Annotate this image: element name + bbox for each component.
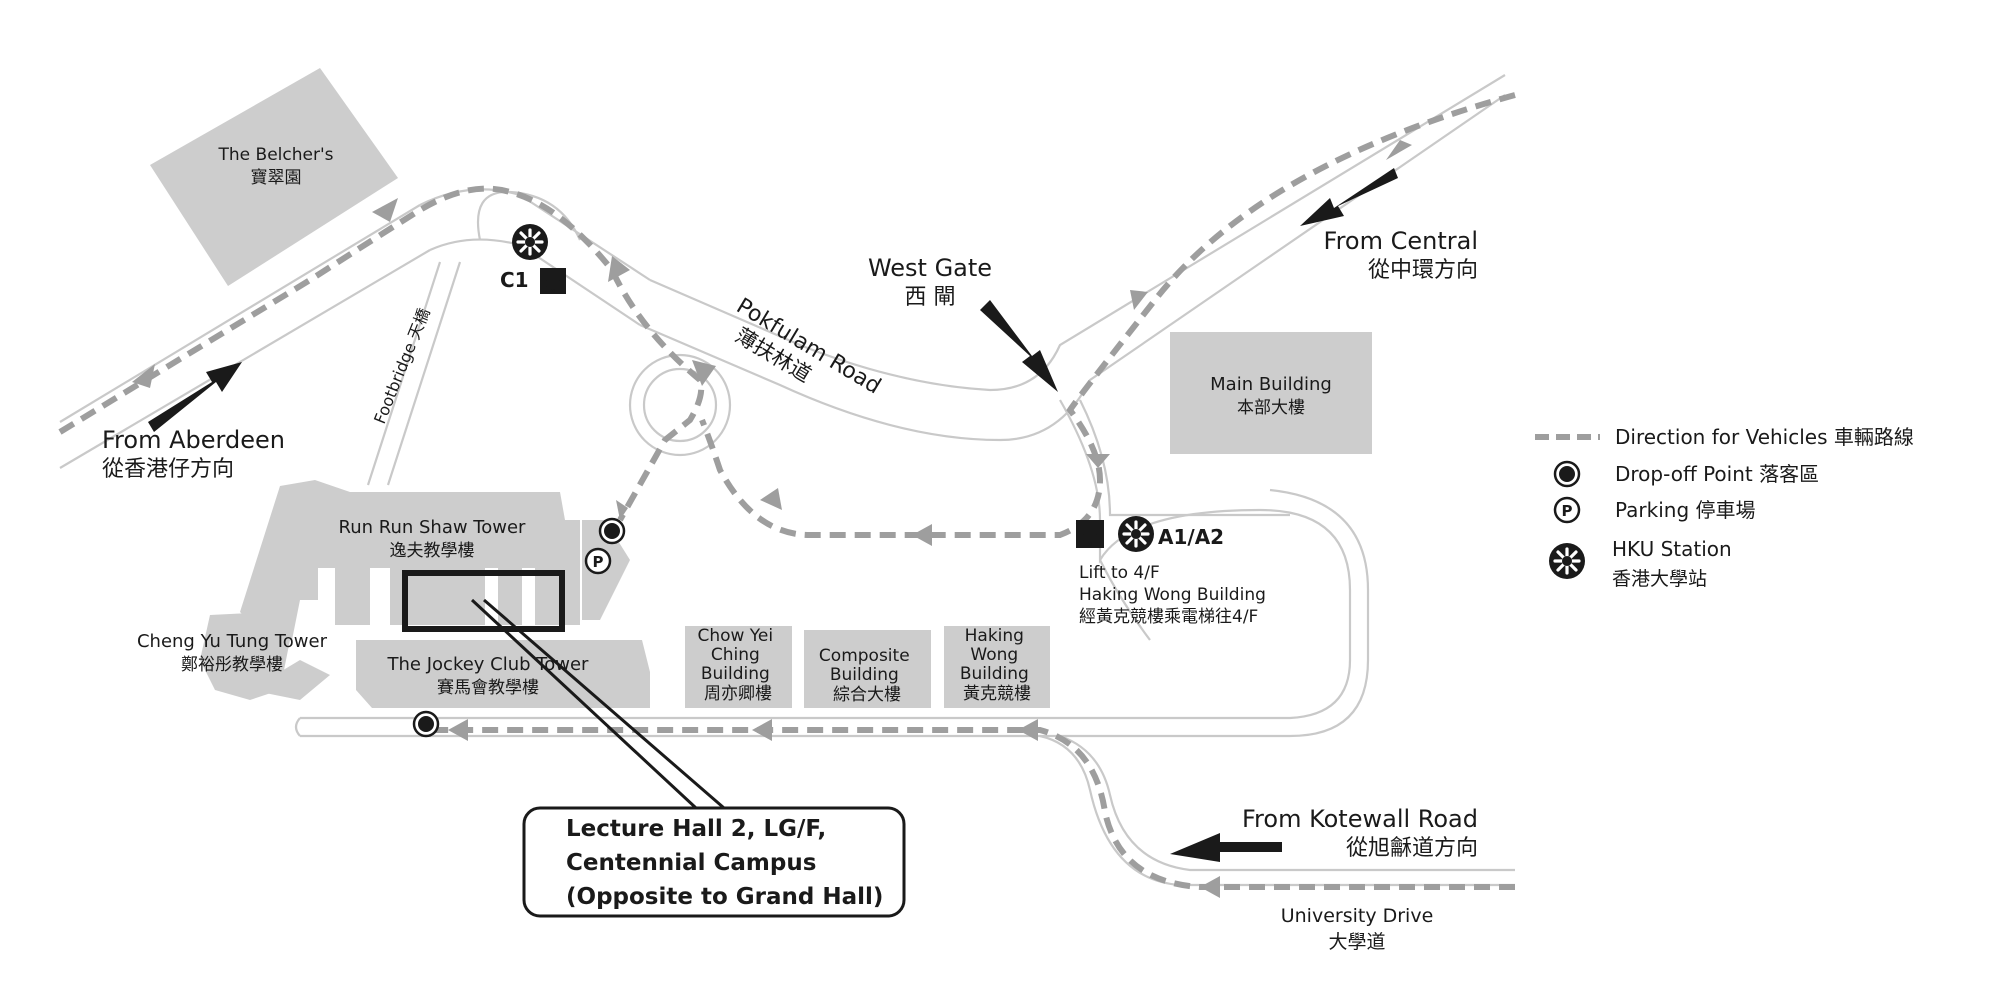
dropoff-point-icon [412, 710, 440, 738]
jockey-club-label-zh: 賽馬會教學樓 [437, 677, 539, 698]
svg-text:P: P [593, 553, 604, 571]
exit-a1a2-icon: 出 EXIT [1076, 520, 1104, 548]
svg-text:EXIT: EXIT [1084, 542, 1096, 548]
from-aberdeen-label-zh: 從香港仔方向 [102, 457, 234, 482]
exit-c1-label: C1 [500, 268, 529, 292]
route-arrowheads [132, 140, 1412, 898]
jockey-club-tower [356, 640, 650, 708]
from-aberdeen-label-en: From Aberdeen [102, 426, 285, 454]
lift-note: Lift to 4/F Haking Wong Building 經黃克競樓乘電… [1079, 563, 1271, 627]
callout-text: Lecture Hall 2, LG/F, Centennial Campus … [566, 816, 883, 910]
lecture-hall-highlight [402, 570, 565, 632]
main-building-label-en: Main Building [1210, 374, 1332, 395]
chow-yei-ching-label: Chow Yei Ching Building 周亦卿樓 [697, 626, 778, 704]
mtr-c1-icon [510, 222, 550, 262]
legend-label-parking: Parking 停車場 [1615, 498, 1756, 522]
run-run-shaw-label-zh: 逸夫教學樓 [390, 541, 475, 561]
footbridge-label: Footbridge 天橋 [370, 305, 434, 426]
west-gate-label-zh: 西 閘 [905, 285, 956, 310]
svg-text:P: P [1562, 502, 1573, 520]
west-gate-label-en: West Gate [868, 254, 992, 282]
dropoff-legend-icon [1553, 460, 1581, 488]
from-kotewall-arrow [1170, 833, 1282, 862]
from-central-label-zh: 從中環方向 [1368, 258, 1478, 283]
cheng-yu-tung-label-en: Cheng Yu Tung Tower [137, 631, 328, 652]
main-building-label-zh: 本部大樓 [1237, 398, 1305, 418]
from-kotewall-label-en: From Kotewall Road [1242, 805, 1478, 833]
run-run-shaw-label-en: Run Run Shaw Tower [339, 517, 527, 538]
university-drive-label-zh: 大學道 [1328, 931, 1385, 953]
dropoff-point-icon [598, 517, 626, 545]
from-kotewall-label-zh: 從旭龢道方向 [1346, 836, 1478, 861]
svg-text:出: 出 [1082, 525, 1098, 544]
cheng-yu-tung-label-zh: 鄭裕彤教學樓 [181, 655, 283, 675]
haking-wong-label: Haking Wong Building 黃克競樓 [960, 626, 1034, 704]
university-drive-label-en: University Drive [1281, 905, 1434, 927]
belchers-label-en: The Belcher's [218, 145, 334, 165]
mtr-legend-icon [1547, 541, 1587, 581]
legend-label-hku-station: HKU Station [1612, 537, 1732, 561]
haking-wong-building [944, 626, 1050, 708]
from-central-label-en: From Central [1324, 227, 1478, 255]
exit-a1a2-label: A1/A2 [1158, 525, 1224, 549]
parking-legend-icon: P [1553, 496, 1581, 524]
from-central-arrow [1300, 168, 1398, 226]
belchers-label-zh: 寶翠園 [251, 167, 302, 188]
belchers-building [150, 68, 398, 286]
composite-label: Composite Building 綜合大樓 [819, 646, 915, 705]
main-building [1170, 332, 1372, 454]
cheng-yu-tung-lower [250, 660, 330, 700]
pokfulam-road-label: Pokfulam Road 薄扶林道 [731, 294, 885, 400]
run-run-shaw-tower [240, 480, 580, 640]
svg-text:EXIT: EXIT [547, 289, 559, 295]
from-aberdeen-arrow [148, 362, 242, 432]
exit-c1-icon: 出 EXIT [540, 268, 566, 295]
map-legend: Direction for Vehicles 車輛路線 Drop-off Poi… [1535, 425, 1914, 590]
lecture-hall-callout: Lecture Hall 2, LG/F, Centennial Campus … [470, 598, 906, 918]
composite-building [804, 630, 931, 708]
parking-icon: P [584, 547, 612, 575]
west-gate-arrow [980, 300, 1058, 392]
jockey-club-label-en: The Jockey Club Tower [387, 654, 590, 675]
mtr-a1a2-icon [1116, 514, 1156, 554]
buildings [150, 68, 1372, 708]
svg-text:出: 出 [545, 271, 561, 290]
cheng-yu-tung-tower [200, 612, 290, 700]
chow-yei-ching-building [685, 626, 792, 708]
legend-label-dropoff: Drop-off Point 落客區 [1615, 462, 1819, 486]
legend-label-hku-station-zh: 香港大學站 [1612, 568, 1707, 590]
legend-label-vehicles: Direction for Vehicles 車輛路線 [1615, 425, 1914, 449]
